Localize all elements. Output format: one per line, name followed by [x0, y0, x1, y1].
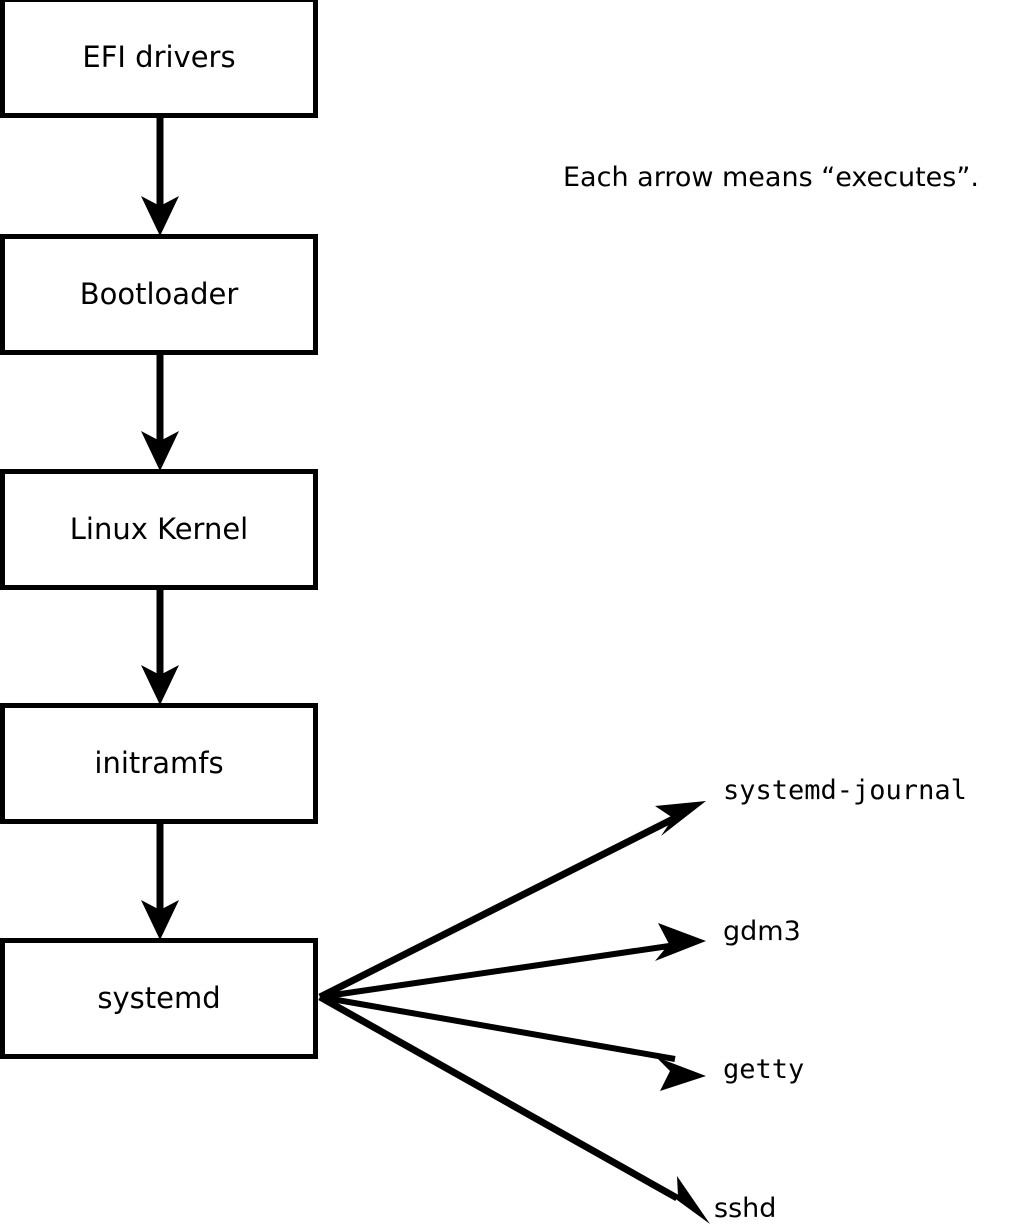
service-label-systemd-journal: systemd-journal [723, 775, 967, 806]
arrow-to-gdm3 [319, 923, 706, 1000]
arrow-kernel-to-initramfs [141, 590, 179, 705]
arrow-to-sshd [318, 993, 710, 1224]
arrow-to-systemd-journal [318, 801, 706, 1001]
stage-box-initramfs[interactable]: initramfs [0, 703, 318, 824]
stage-label-linux-kernel: Linux Kernel [69, 512, 249, 546]
stage-box-bootloader[interactable]: Bootloader [0, 234, 318, 355]
stage-label-initramfs: initramfs [94, 746, 224, 780]
arrow-initramfs-to-systemd [141, 824, 179, 940]
arrow-bootloader-to-kernel [141, 355, 179, 471]
arrow-efi-to-bootloader [141, 118, 179, 236]
service-label-gdm3: gdm3 [723, 916, 801, 947]
stage-label-efi-drivers: EFI drivers [82, 40, 236, 74]
diagram-caption: Each arrow means “executes”. [563, 162, 979, 193]
service-label-sshd: sshd [714, 1193, 777, 1224]
stage-box-linux-kernel[interactable]: Linux Kernel [0, 469, 318, 590]
stage-box-efi-drivers[interactable]: EFI drivers [0, 0, 318, 118]
service-label-getty: getty [723, 1054, 805, 1085]
stage-label-systemd: systemd [97, 981, 221, 1015]
arrow-to-getty [319, 994, 706, 1091]
systemd-service-arrows [318, 801, 710, 1224]
boot-chain-arrows [141, 118, 179, 940]
stage-box-systemd[interactable]: systemd [0, 938, 318, 1059]
stage-label-bootloader: Bootloader [79, 277, 239, 311]
